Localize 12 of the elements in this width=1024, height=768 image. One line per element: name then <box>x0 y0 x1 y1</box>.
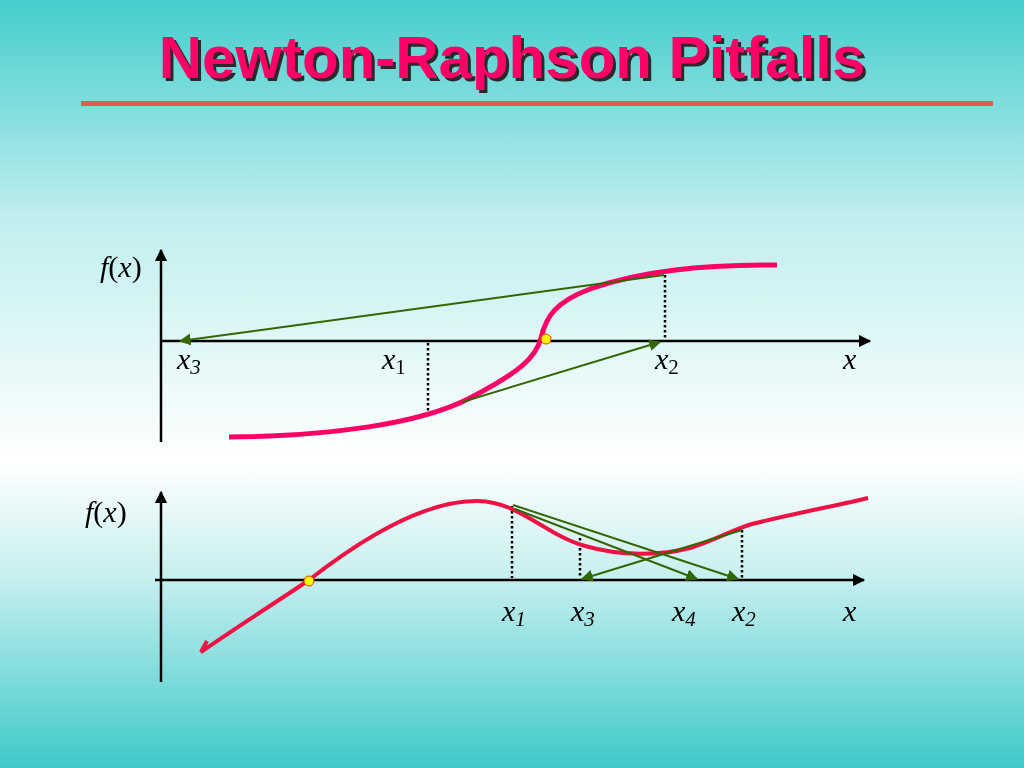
axis-label: f(x) <box>100 252 142 282</box>
point-label: x$_{2}$ <box>732 596 756 626</box>
axis-label: f(x) <box>85 497 127 527</box>
point-label: x$_{4}$ <box>672 596 696 626</box>
point-label: x$_{2}$ <box>655 344 679 374</box>
slide-title: Newton-Raphson Pitfalls <box>158 24 866 91</box>
axis-label: x <box>843 344 857 374</box>
point-label: x$_{3}$ <box>571 596 595 626</box>
point-label: x$_{3}$ <box>177 344 201 374</box>
point-label: x$_{1}$ <box>502 596 526 626</box>
point-label: x$_{1}$ <box>382 344 406 374</box>
axis-label: x <box>843 596 857 626</box>
